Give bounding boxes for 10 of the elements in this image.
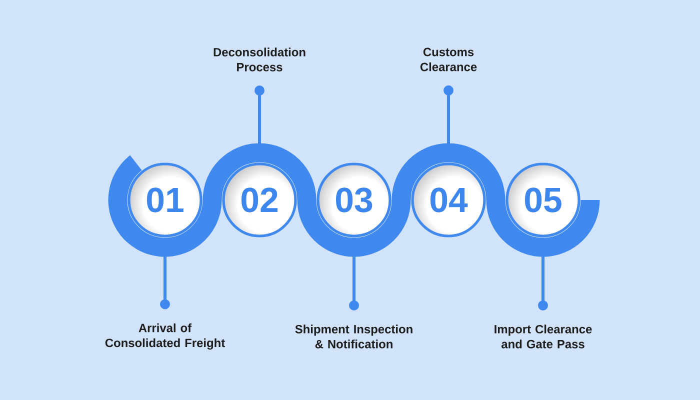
leader-line (349, 256, 359, 310)
step-label: Import Clearance and Gate Pass (494, 324, 592, 348)
step-label: Customs Clearance (420, 48, 477, 72)
step-label: Deconsolidation Process (214, 48, 306, 72)
leader-line (160, 256, 170, 310)
leader-line (444, 85, 454, 144)
step-label: Shipment Inspection & Notification (295, 324, 412, 348)
leader-line (254, 86, 264, 144)
step-label: Arrival of Consolidated Freight (105, 323, 225, 350)
leader-line (538, 256, 548, 310)
